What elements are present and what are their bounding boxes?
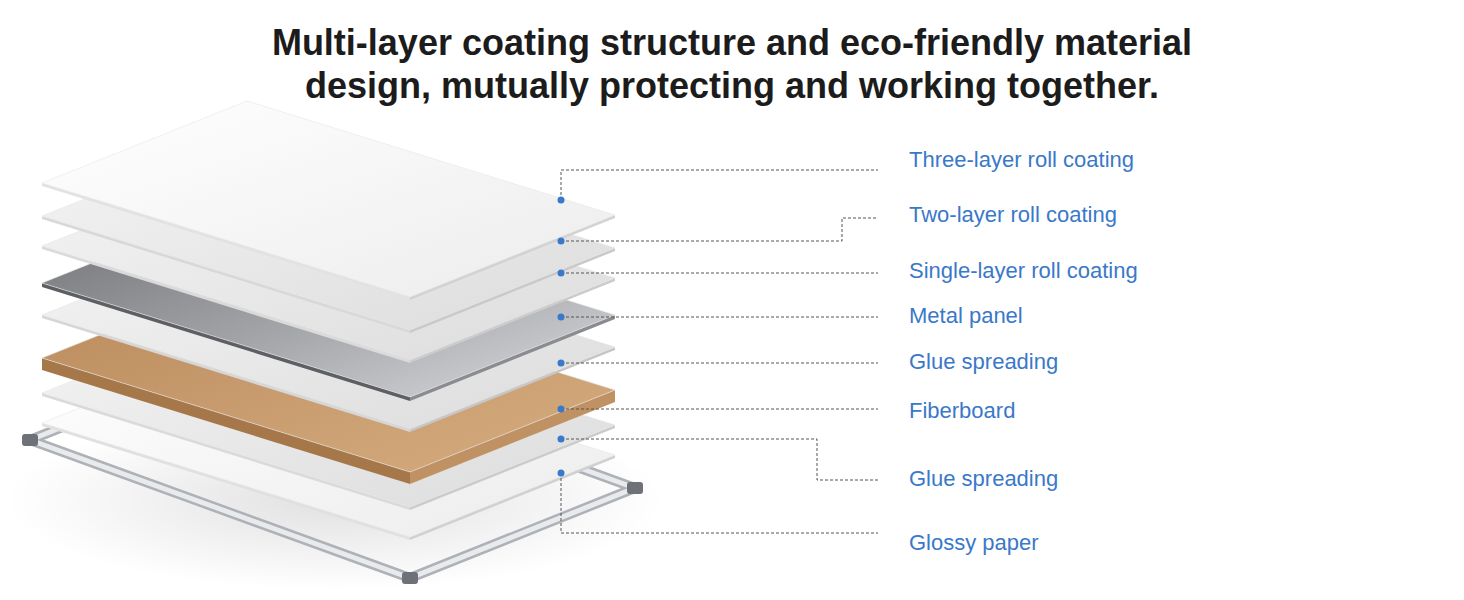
leader-line — [561, 317, 878, 318]
leader-line — [561, 439, 878, 480]
leader-line — [561, 473, 878, 533]
leader-line — [561, 170, 878, 200]
layer-label: Three-layer roll coating — [909, 147, 1134, 173]
layer-label: Single-layer roll coating — [909, 258, 1138, 284]
layer-label: Glue spreading — [909, 349, 1058, 375]
frame-corner — [627, 482, 643, 494]
leader-line — [561, 273, 878, 274]
layer-surface — [42, 101, 615, 297]
title: Multi-layer coating structure and eco-fr… — [212, 21, 1252, 107]
leader-dot — [558, 238, 565, 245]
leader-line — [561, 218, 878, 241]
leader-dot — [558, 436, 565, 443]
leader-dot — [558, 406, 565, 413]
layer-label: Fiberboard — [909, 398, 1015, 424]
leader-dot — [558, 270, 565, 277]
leader-line — [561, 409, 878, 410]
leader-dot — [558, 197, 565, 204]
frame-corner — [22, 434, 38, 446]
leader-line — [561, 363, 878, 364]
layer-label: Glossy paper — [909, 530, 1039, 556]
leader-dot — [558, 360, 565, 367]
leader-dot — [558, 314, 565, 321]
layer-label: Glue spreading — [909, 466, 1058, 492]
coating-layer — [42, 101, 615, 300]
layer-label: Two-layer roll coating — [909, 202, 1117, 228]
leader-dot — [558, 470, 565, 477]
layer-label: Metal panel — [909, 303, 1023, 329]
frame-corner — [402, 572, 418, 584]
